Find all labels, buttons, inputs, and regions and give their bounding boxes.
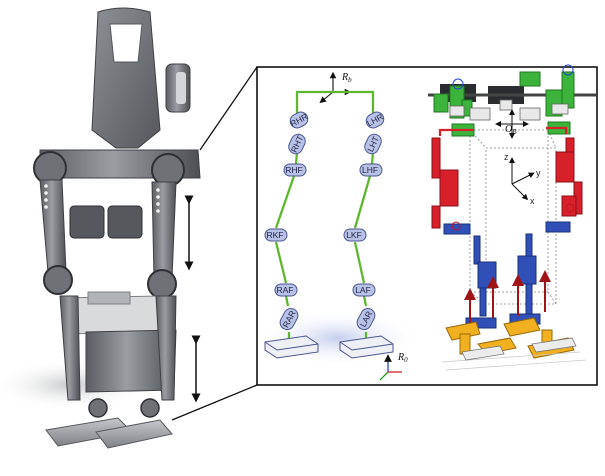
knee-rotation-arrows xyxy=(451,203,575,231)
left-hip-joint xyxy=(151,153,185,187)
frame-r0: R0 xyxy=(379,352,408,381)
kinematic-chain: Rb RHR RHT xyxy=(256,71,420,381)
frame-rb-sub: b xyxy=(348,76,352,84)
frame-rb-symbol: R xyxy=(341,72,348,83)
joint-lkf: LKF xyxy=(343,228,367,242)
joint-laf: LAF xyxy=(352,283,376,297)
joint-lhr: LHR xyxy=(365,111,385,129)
joint-rar: RAR xyxy=(279,307,299,331)
axis-x-label: x xyxy=(530,196,535,206)
joint-rht: RHT xyxy=(288,133,306,155)
origin-sub: B xyxy=(512,128,517,136)
svg-text:Rb: Rb xyxy=(341,72,352,84)
axis-z-label: z xyxy=(504,152,509,162)
origin-ob: OB xyxy=(495,109,529,139)
label-rkf: RKF xyxy=(267,230,284,240)
thigh-pad-left xyxy=(107,205,143,239)
thigh-pad-right xyxy=(69,205,105,239)
left-thigh xyxy=(151,181,177,279)
joint-rhf: RHF xyxy=(283,163,307,177)
backrest xyxy=(91,7,161,149)
colored-3d-model: OB z y x xyxy=(428,64,596,371)
joint-rkf: RKF xyxy=(264,228,288,242)
hip-rotation-arrows xyxy=(452,64,574,90)
label-laf: LAF xyxy=(355,285,371,295)
right-thigh xyxy=(39,179,67,273)
exoskeleton-render xyxy=(0,7,201,449)
joint-lhf: LHF xyxy=(359,163,383,177)
kinematic-links xyxy=(274,90,375,338)
left-foot xyxy=(95,419,173,449)
label-lkf: LKF xyxy=(346,230,362,240)
right-ankle-joint xyxy=(88,398,108,418)
joint-lar: LAR xyxy=(356,307,376,331)
joint-lht: LHT xyxy=(364,133,382,155)
right-knee-joint xyxy=(43,265,73,295)
thigh-hoses xyxy=(438,126,568,136)
xyz-triad: z y x xyxy=(504,152,541,206)
left-ankle-joint xyxy=(140,398,160,418)
foot-blocks xyxy=(264,335,394,359)
svg-text:OB: OB xyxy=(505,124,517,136)
frame-r0-sub: 0 xyxy=(404,356,408,364)
label-raf: RAF xyxy=(277,285,294,295)
left-leg-joints: LHR LHT LHF LKF LAF LAR xyxy=(343,111,385,331)
right-leg-joints: RHR RHT RHF RKF RAF RAR xyxy=(264,111,310,331)
callout-line-bottom xyxy=(171,384,258,421)
thigh-segments xyxy=(431,137,583,229)
joint-rhr: RHR xyxy=(289,111,310,128)
frame-r0-symbol: R xyxy=(397,352,404,363)
floor-grid xyxy=(441,351,587,371)
origin-symbol: O xyxy=(505,124,512,135)
axis-y-label: y xyxy=(536,168,541,178)
hip-white-parts xyxy=(449,99,569,121)
left-knee-joint xyxy=(147,269,177,299)
led-dots xyxy=(44,184,160,213)
right-hip-joint xyxy=(33,151,67,185)
hip-modules xyxy=(433,71,575,137)
callout-line-top xyxy=(199,66,258,151)
joint-raf: RAF xyxy=(274,283,298,297)
svg-text:R0: R0 xyxy=(397,352,408,364)
label-rhf: RHF xyxy=(285,165,302,175)
foot-white-plates xyxy=(461,337,577,361)
label-lhf: LHF xyxy=(362,165,378,175)
